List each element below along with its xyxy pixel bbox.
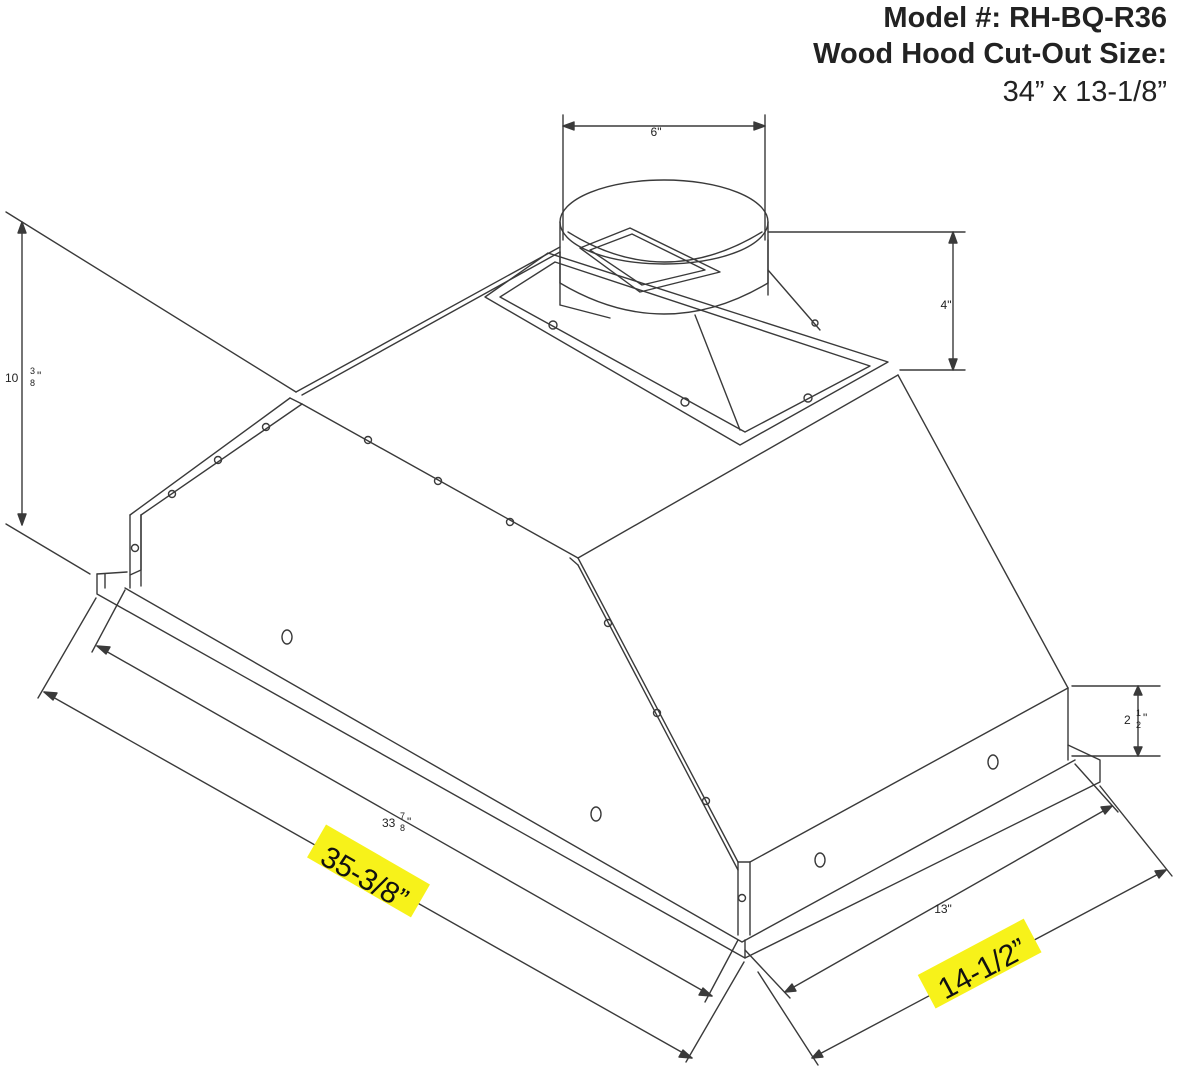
svg-text:33: 33 [382, 816, 396, 830]
collar-plate [484, 252, 889, 446]
dim-body-length [91, 589, 739, 1003]
cutout-size-value: 34” x 13-1/8” [1002, 76, 1167, 108]
dim-body-length-label: 33 7 8 " [382, 811, 411, 833]
dim-flange-height-label: 2 1 2 " [1124, 708, 1147, 730]
dim-duct-diameter [562, 114, 766, 241]
highlight-box [307, 824, 430, 918]
dim-overall-depth [757, 785, 1173, 1066]
svg-text:8: 8 [30, 378, 35, 388]
dim-body-height [5, 211, 297, 575]
svg-text:10: 10 [5, 371, 19, 385]
svg-text:": " [407, 815, 411, 829]
dim-depth-label: 13" [934, 902, 952, 916]
svg-text:": " [1143, 711, 1147, 725]
bottom-flange [96, 571, 1101, 959]
highlight-box [917, 918, 1042, 1009]
dim-flange-height [1071, 685, 1161, 757]
svg-text:2: 2 [1124, 713, 1131, 727]
dim-depth [744, 763, 1119, 999]
dim-duct-diameter-label: 6" [651, 125, 662, 139]
svg-text:1: 1 [1136, 708, 1141, 718]
cutout-size-label: Wood Hood Cut-Out Size: [813, 38, 1167, 70]
svg-text:8: 8 [400, 823, 405, 833]
svg-text:3: 3 [30, 366, 35, 376]
svg-text:": " [37, 369, 41, 383]
svg-text:7: 7 [400, 811, 405, 821]
model-number: Model #: RH-BQ-R36 [883, 2, 1167, 34]
overall-length-callout: 35-3/8” [307, 824, 430, 918]
screw-holes [130, 319, 999, 903]
dim-body-height-label: 10 3 8 " [5, 366, 41, 388]
overall-depth-callout: 14-1/2” [917, 918, 1042, 1009]
svg-text:2: 2 [1136, 720, 1141, 730]
duct-collar [559, 179, 769, 315]
dim-collar-height [767, 231, 966, 371]
dim-collar-height-label: 4" [941, 298, 952, 312]
dim-overall-length [37, 597, 745, 1063]
hood-body [129, 246, 1069, 936]
